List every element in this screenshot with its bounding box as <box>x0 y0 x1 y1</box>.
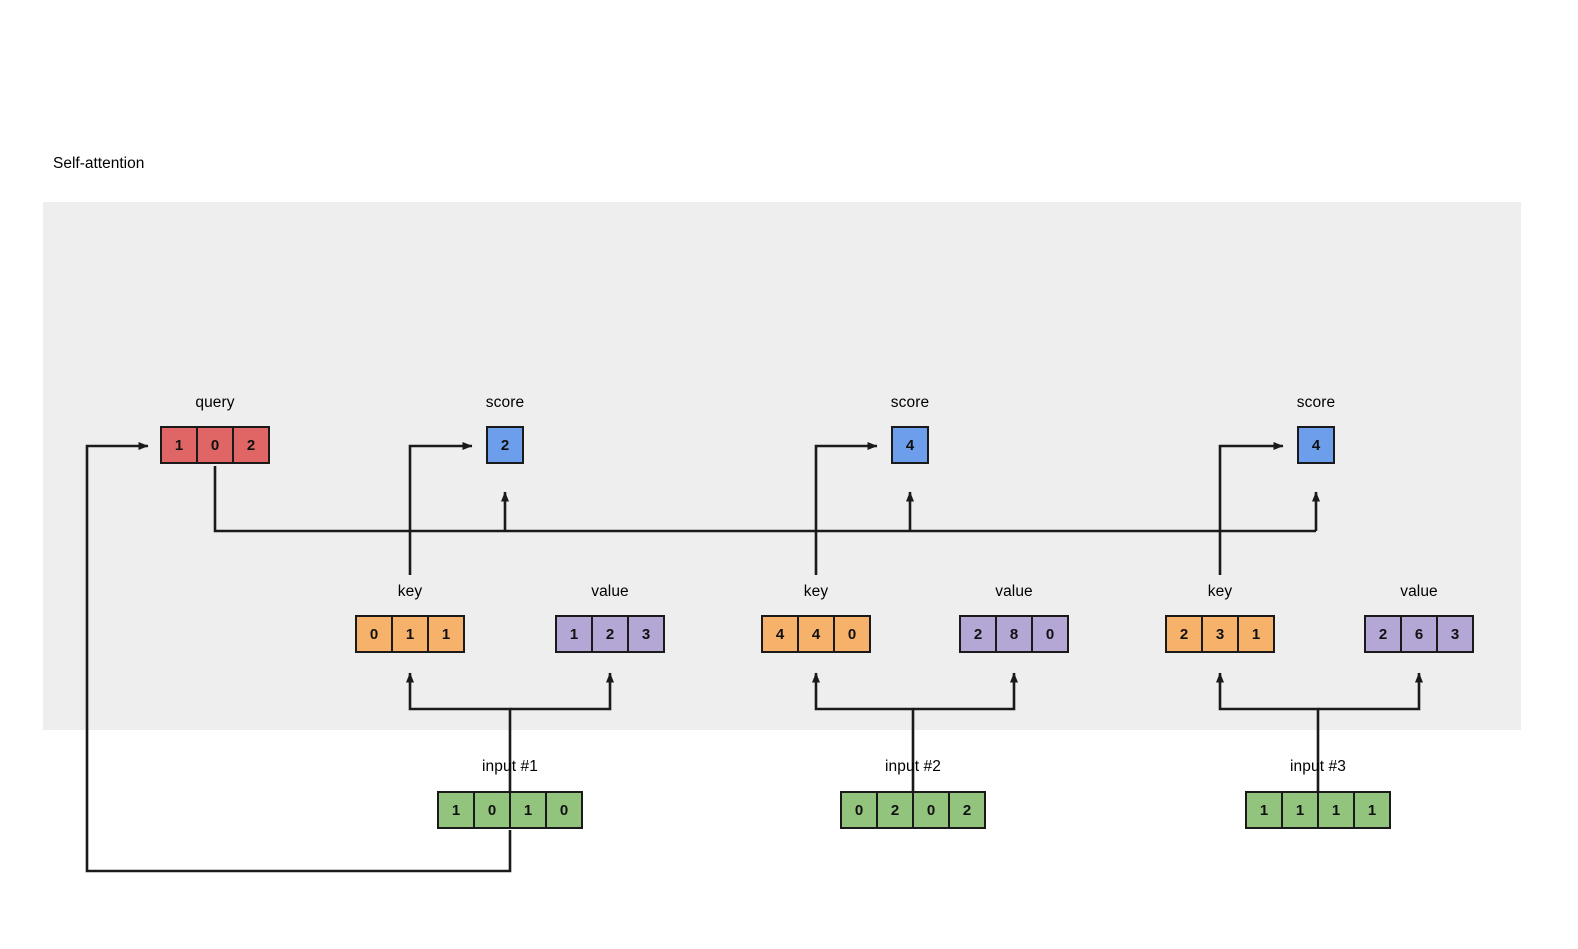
input-cell: 2 <box>876 791 914 829</box>
value-label-2: value <box>995 583 1033 600</box>
score-label-3: score <box>1296 394 1336 411</box>
score-vector-1: 2 <box>486 426 524 464</box>
value-cell: 2 <box>591 615 629 653</box>
input-cell: 1 <box>1317 791 1355 829</box>
query-cell: 1 <box>160 426 198 464</box>
key-cell: 4 <box>797 615 835 653</box>
score-vector-3: 4 <box>1297 426 1335 464</box>
input-cell: 1 <box>437 791 475 829</box>
input-label-3: input #3 <box>1290 758 1346 775</box>
key-cell: 0 <box>355 615 393 653</box>
value-label-3: value <box>1400 583 1438 600</box>
key-cell: 1 <box>391 615 429 653</box>
key-vector-2: 4 4 0 <box>761 615 871 653</box>
input-cell: 1 <box>509 791 547 829</box>
key-label-1: key <box>397 583 423 600</box>
input-cell: 0 <box>840 791 878 829</box>
score-label-2: score <box>890 394 930 411</box>
value-vector-2: 2 8 0 <box>959 615 1069 653</box>
input-cell: 1 <box>1353 791 1391 829</box>
key-cell: 0 <box>833 615 871 653</box>
key-vector-1: 0 1 1 <box>355 615 465 653</box>
value-cell: 2 <box>959 615 997 653</box>
key-vector-3: 2 3 1 <box>1165 615 1275 653</box>
value-cell: 8 <box>995 615 1033 653</box>
value-vector-1: 1 2 3 <box>555 615 665 653</box>
input-vector-3: 1 1 1 1 <box>1245 791 1391 829</box>
input-cell: 0 <box>545 791 583 829</box>
score-cell: 4 <box>891 426 929 464</box>
key-cell: 1 <box>1237 615 1275 653</box>
key-cell: 2 <box>1165 615 1203 653</box>
score-cell: 4 <box>1297 426 1335 464</box>
value-cell: 3 <box>627 615 665 653</box>
query-cell: 2 <box>232 426 270 464</box>
query-cell: 0 <box>196 426 234 464</box>
score-vector-2: 4 <box>891 426 929 464</box>
score-label-1: score <box>485 394 525 411</box>
key-cell: 4 <box>761 615 799 653</box>
input-cell: 1 <box>1281 791 1319 829</box>
query-vector: 1 0 2 <box>160 426 270 464</box>
value-cell: 1 <box>555 615 593 653</box>
input-cell: 0 <box>473 791 511 829</box>
key-label-2: key <box>803 583 829 600</box>
value-label-1: value <box>591 583 629 600</box>
input-vector-2: 0 2 0 2 <box>840 791 986 829</box>
input-vector-1: 1 0 1 0 <box>437 791 583 829</box>
value-cell: 2 <box>1364 615 1402 653</box>
score-cell: 2 <box>486 426 524 464</box>
value-vector-3: 2 6 3 <box>1364 615 1474 653</box>
value-cell: 3 <box>1436 615 1474 653</box>
key-cell: 1 <box>427 615 465 653</box>
query-label: query <box>195 394 235 411</box>
value-cell: 0 <box>1031 615 1069 653</box>
input-label-1: input #1 <box>482 758 538 775</box>
input-label-2: input #2 <box>885 758 941 775</box>
page-title: Self-attention <box>53 155 145 172</box>
key-label-3: key <box>1207 583 1233 600</box>
value-cell: 6 <box>1400 615 1438 653</box>
input-cell: 2 <box>948 791 986 829</box>
input-cell: 0 <box>912 791 950 829</box>
key-cell: 3 <box>1201 615 1239 653</box>
input-cell: 1 <box>1245 791 1283 829</box>
